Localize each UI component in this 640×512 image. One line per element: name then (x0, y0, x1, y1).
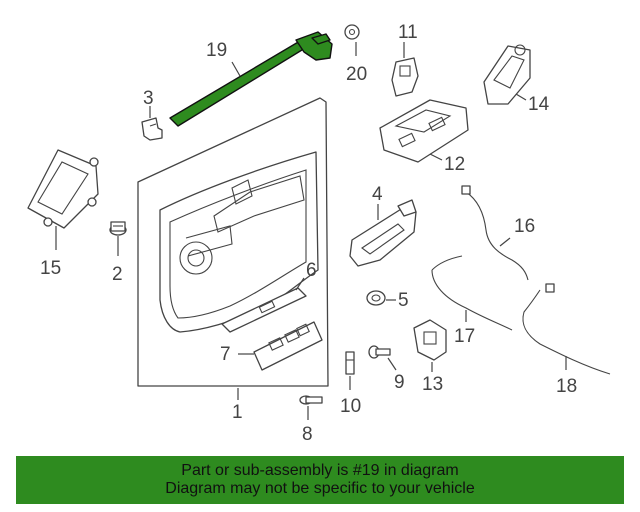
leader-6 (295, 277, 305, 291)
banner-line-2: Diagram may not be specific to your vehi… (165, 480, 475, 497)
callout-19: 19 (206, 40, 227, 61)
callout-3: 3 (143, 88, 154, 109)
part-4-door-handle[interactable] (349, 199, 417, 267)
callout-15: 15 (40, 258, 61, 279)
leader-9 (387, 357, 397, 371)
info-banner: Part or sub-assembly is #19 in diagram D… (16, 456, 624, 504)
callout-14: 14 (528, 94, 550, 115)
part-17-rod[interactable] (431, 255, 513, 331)
part-10-clip[interactable] (345, 351, 355, 375)
callout-16: 16 (514, 216, 535, 237)
callout-8: 8 (302, 424, 313, 445)
callout-6: 6 (306, 260, 317, 281)
part-3-bracket[interactable] (141, 117, 163, 141)
callout-11: 11 (398, 22, 418, 43)
callout-7: 7 (220, 344, 231, 365)
banner-line-1: Part or sub-assembly is #19 in diagram (181, 462, 459, 479)
callout-17: 17 (454, 326, 475, 347)
part-5-grommet[interactable] (366, 290, 386, 306)
part-18-cable[interactable] (522, 283, 611, 375)
callout-1: 1 (232, 402, 243, 423)
part-9-push-pin[interactable] (368, 345, 391, 359)
callout-20: 20 (346, 64, 367, 85)
callout-12: 12 (444, 154, 465, 175)
part-16-cable[interactable] (461, 185, 529, 281)
leader-16 (499, 237, 511, 247)
callout-4: 4 (372, 184, 383, 205)
part-1-door-trim-panel[interactable] (137, 97, 329, 387)
part-15-control-module[interactable] (27, 149, 99, 229)
part-7-switch-panel[interactable] (253, 321, 323, 371)
part-11-switch[interactable] (391, 57, 419, 97)
part-19-belt-molding[interactable] (169, 31, 333, 127)
leader-14 (515, 93, 527, 101)
parts-diagram: 19 20 3 1 15 2 (27, 22, 611, 445)
leader-19 (231, 61, 241, 77)
part-12-master-switch[interactable] (379, 99, 469, 163)
part-13-switch[interactable] (413, 319, 447, 361)
part-20-clip[interactable] (344, 24, 360, 40)
callout-18: 18 (556, 376, 577, 397)
callout-2: 2 (112, 264, 123, 285)
part-8-push-pin[interactable] (299, 395, 323, 405)
callout-10: 10 (340, 396, 361, 417)
part-2-screw[interactable] (109, 221, 127, 236)
callout-13: 13 (422, 374, 443, 395)
part-6-bezel[interactable] (221, 287, 307, 333)
part-14-latch[interactable] (483, 44, 531, 105)
callout-9: 9 (394, 372, 405, 393)
leader-12 (429, 153, 443, 161)
callout-5: 5 (398, 290, 409, 311)
